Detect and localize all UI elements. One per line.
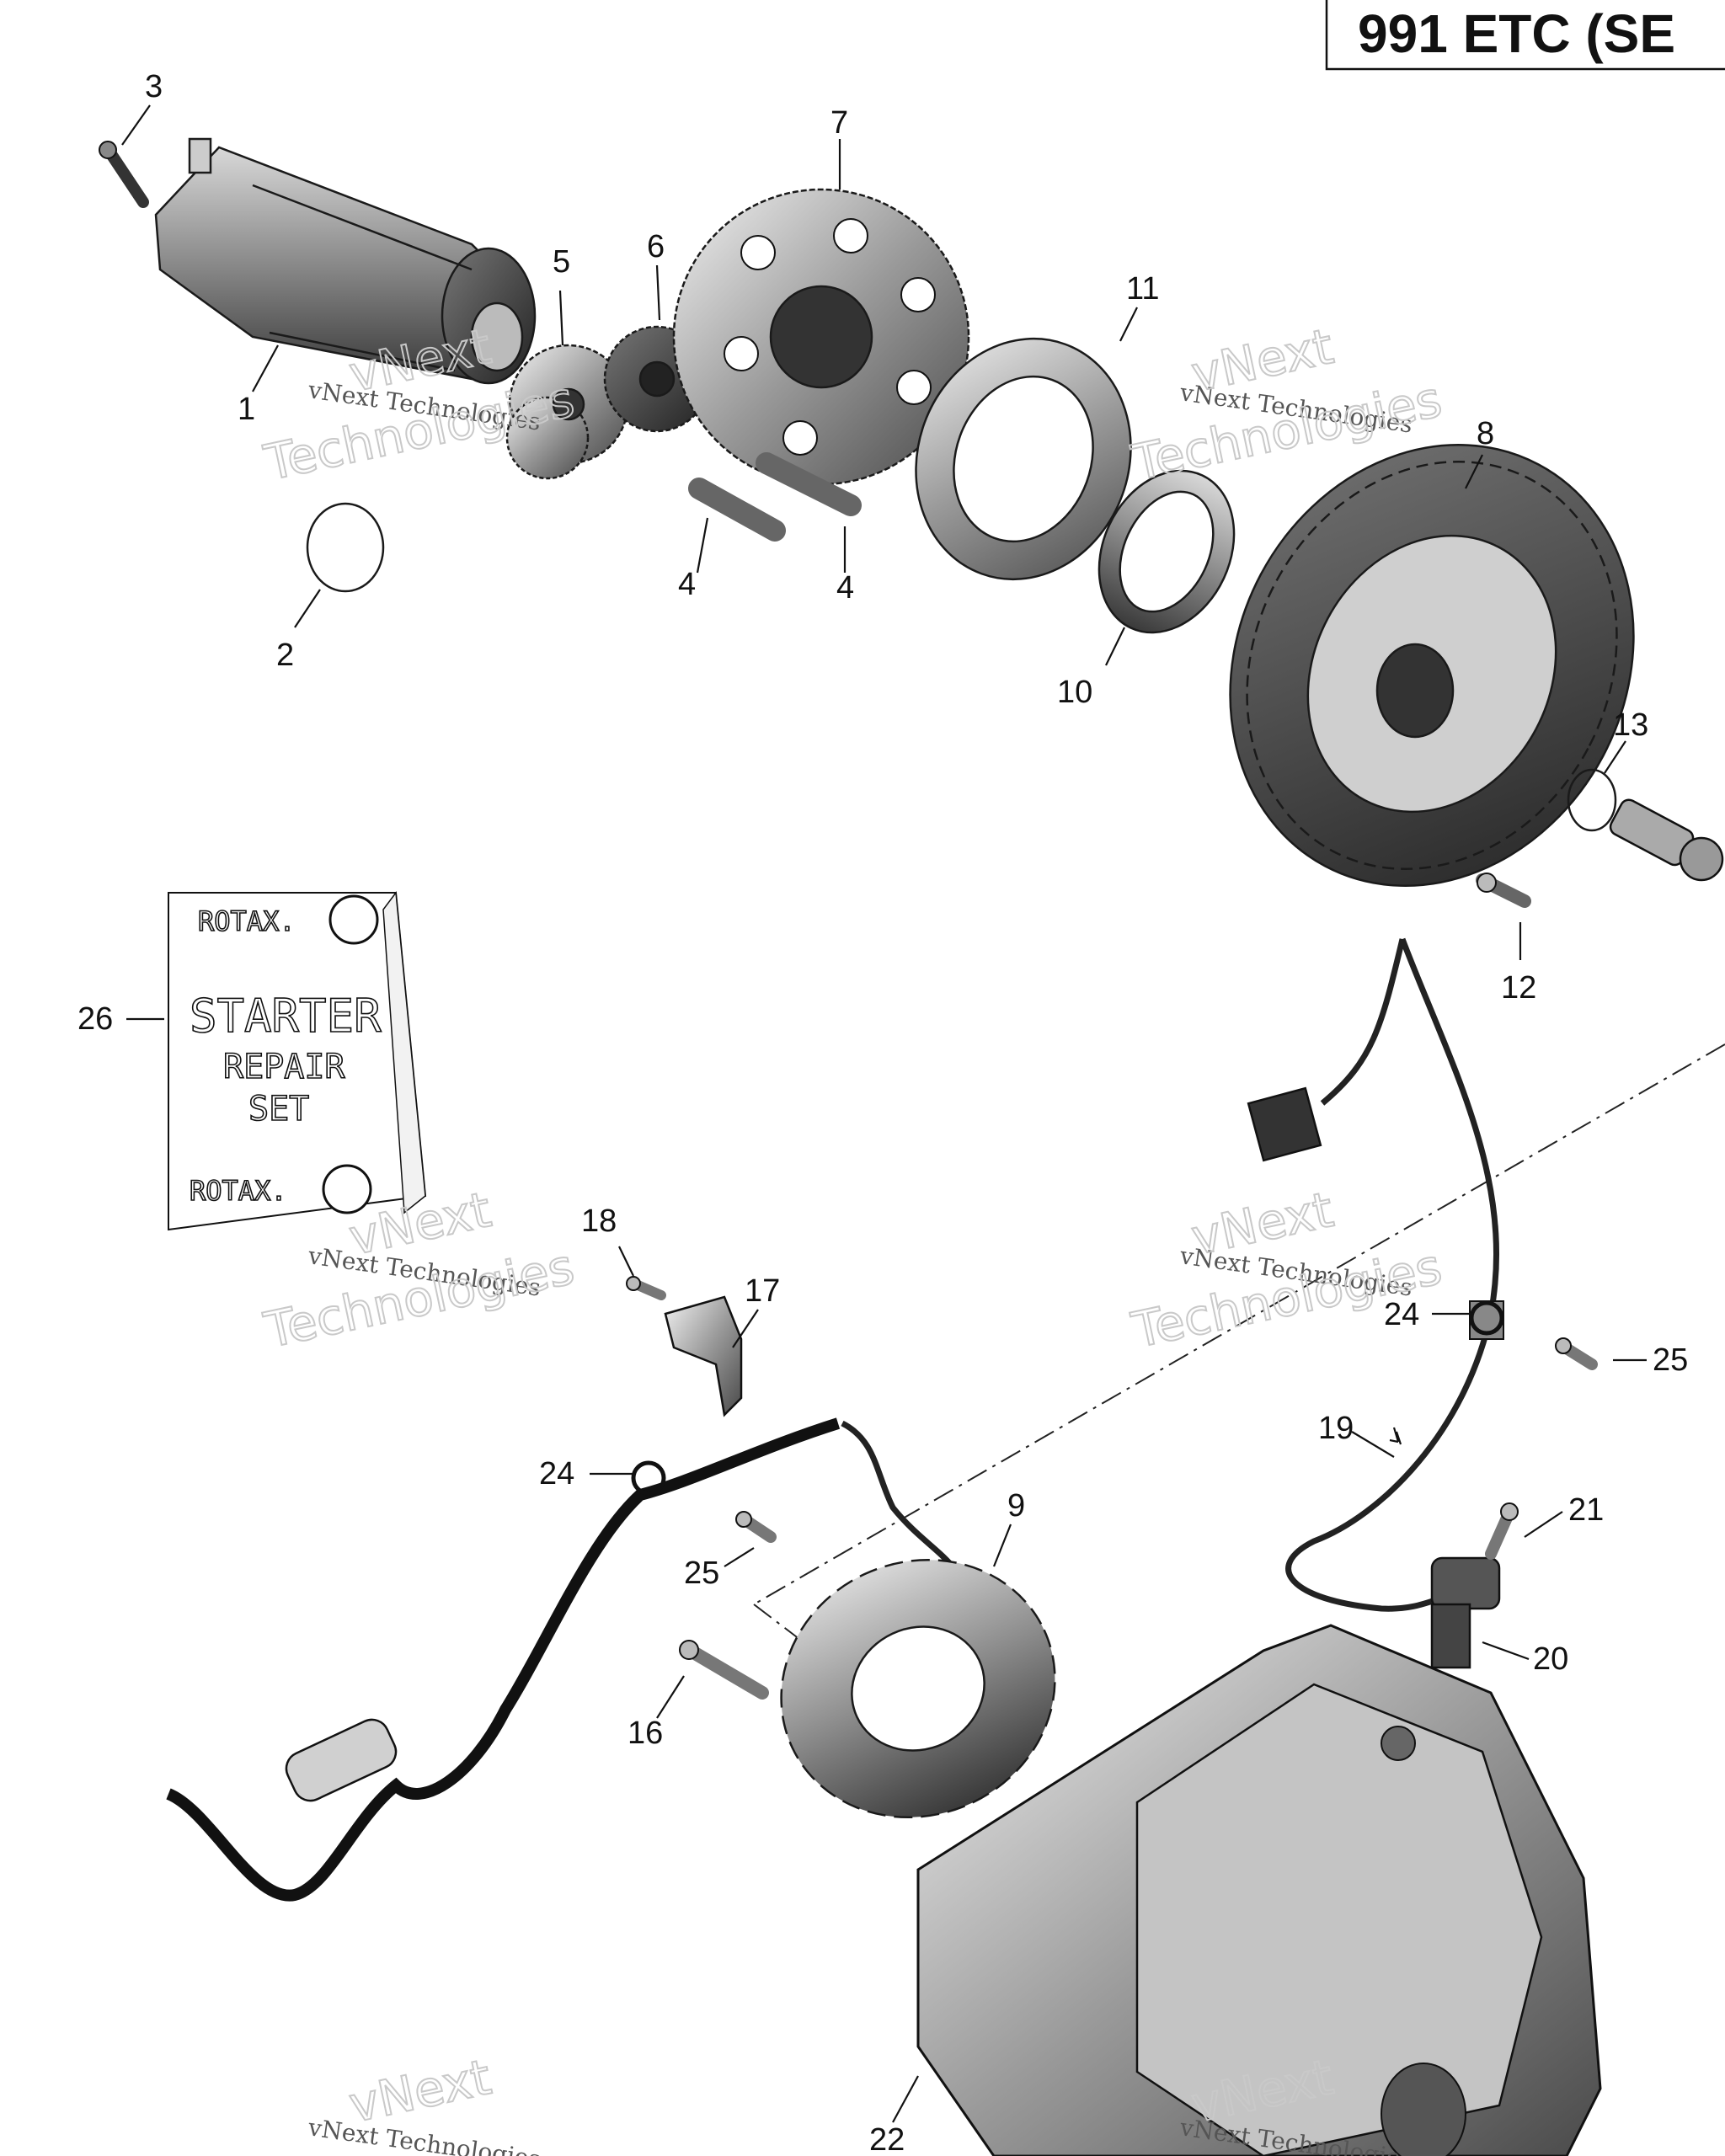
booklet-line-2: REPAIR [223,1048,345,1086]
magneto-cover [916,1624,1602,2156]
position-sensor [1430,1502,1519,1669]
callout-16: 16 [628,1716,663,1751]
flywheel-bolt [1609,798,1724,882]
callout-17: 17 [745,1273,780,1309]
leader-lines [121,104,1647,2123]
o-ring [306,502,385,593]
booklet-brand-top: ROTAX. [198,905,296,937]
callout-26: 26 [77,1001,113,1037]
callout-5: 5 [553,244,570,280]
shaft-pins [688,452,862,542]
callout-9: 9 [1007,1488,1025,1524]
starter-motor [154,137,537,385]
callout-22: 22 [869,2122,905,2156]
callout-7: 7 [830,105,848,141]
washer [1567,768,1617,832]
callout-4b: 4 [836,570,854,606]
callout-1: 1 [238,392,255,427]
small-screw-12 [1476,873,1531,908]
stator-harness [165,1300,1504,1902]
callout-25b: 25 [684,1556,719,1591]
callout-20: 20 [1533,1641,1568,1677]
bracket-screw [626,1276,666,1300]
starter-bolt [99,141,149,208]
callout-12: 12 [1501,970,1536,1006]
watermarks: vNext Technologies vNext Technologies vN… [259,317,1448,2156]
harness-bracket [664,1295,743,1417]
watermark-big-3b: Technologies [259,1238,579,1359]
watermark-5: vNext Technologies [306,2113,542,2156]
starter-repair-set-booklet: ROTAX. STARTER REPAIR SET ROTAX. [168,891,427,1231]
callout-25a: 25 [1653,1342,1688,1378]
callout-21: 21 [1568,1492,1604,1528]
screw-25-right [1555,1337,1598,1370]
callout-13: 13 [1613,707,1648,743]
idler-gear-5 [505,344,629,480]
diagram-title: 991 ETC (SE [1358,3,1675,64]
callout-2: 2 [276,638,294,673]
title-block: 991 ETC (SE [1325,0,1725,71]
booklet-line-3: SET [248,1090,309,1129]
callout-24b: 24 [539,1456,574,1492]
callout-6: 6 [647,229,665,264]
callouts: 1 2 3 4 4 5 6 7 8 9 10 11 12 13 16 17 18… [77,69,1688,2156]
booklet-brand-bottom: ROTAX. [190,1175,287,1207]
callout-8: 8 [1477,416,1494,451]
callout-4a: 4 [678,567,696,602]
screw-25-left [735,1511,777,1543]
sprag-clutch [915,337,1132,581]
sensor-harness [1247,937,1504,1612]
flywheel [1229,444,1635,887]
callout-18: 18 [581,1203,617,1239]
callout-10: 10 [1057,675,1092,710]
starter-ring-gear [672,188,970,486]
bearing-ring [1097,469,1236,634]
booklet-line-1: STARTER [190,990,382,1043]
callout-19: 19 [1318,1411,1354,1446]
callout-24a: 24 [1384,1297,1419,1332]
callout-11: 11 [1126,271,1159,307]
stator [780,1558,1056,1819]
stator-bolt [679,1640,769,1700]
callout-3: 3 [145,69,163,104]
watermark-big-5a: vNext [344,2048,496,2134]
